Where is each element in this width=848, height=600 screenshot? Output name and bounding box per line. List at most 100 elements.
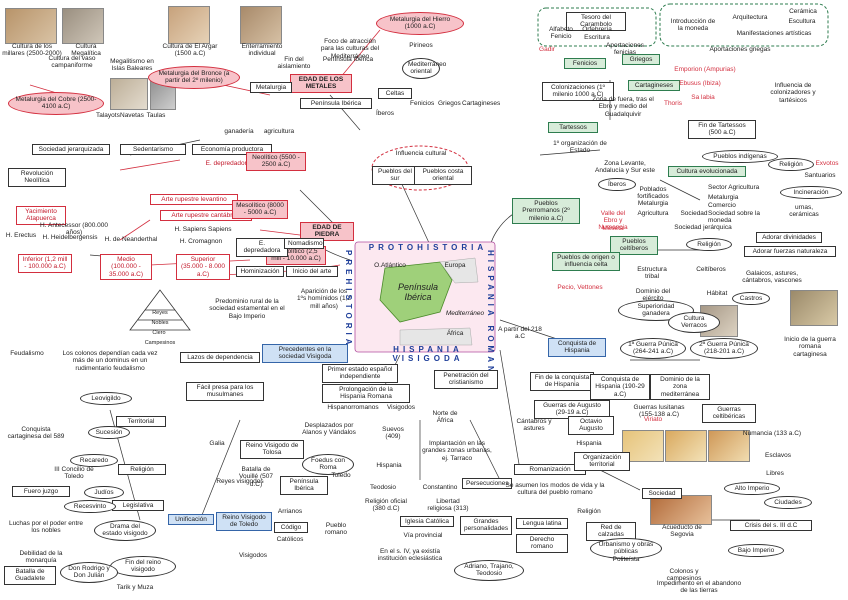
- conquista-190: Conquista de Hispania (190-29 a.C): [590, 374, 650, 401]
- prolongacion: Prolongación de la Hispania Romana: [322, 384, 410, 403]
- suevos: Suevos (409): [382, 426, 404, 441]
- santuarios: Santuarios: [804, 172, 836, 179]
- influencia-colonizadores: Influencia de colonizadores y tartésicos: [770, 82, 816, 104]
- fin-tartessos: Fin de Tartessos (500 a.C): [688, 120, 756, 139]
- religion-celtas: Religión: [686, 238, 732, 252]
- hispania-mid: Hispania: [376, 462, 402, 469]
- emporion: Emporion (Ampurias): [674, 66, 736, 73]
- zona-levante: Zona Levante, Andalucía y Sur este: [595, 160, 655, 175]
- numancia-right: Numancia: [598, 224, 628, 231]
- via-provincial: Vía provincial: [403, 532, 443, 539]
- navetas-label: Navetas: [120, 112, 144, 119]
- talayots-label: Talayots: [96, 112, 120, 119]
- estructura-tribal: Estructura tribal: [637, 266, 667, 281]
- libres: Libres: [766, 470, 784, 477]
- sociedad-estamental: Predominio rural de la sociedad estament…: [209, 298, 285, 320]
- piramide-nobles: Nobles: [151, 320, 169, 326]
- h-antecessor: H. Antecessor (800.000 años): [40, 222, 108, 237]
- h-neanderthal: H. de Neanderthal: [104, 236, 158, 243]
- aportaciones-fenicias: Aportaciones fenicias: [606, 42, 644, 57]
- foedus: Foedus con Roma: [302, 454, 354, 475]
- h-heidelbergensis: H. Heidelbergensis: [42, 234, 98, 241]
- crisis-siglo-iii: Crisis del s. III d.C: [730, 520, 812, 532]
- argar-caption: Cultura de El Argar (1500 a.C): [162, 43, 218, 58]
- aparicion-hominidos: Aparición de los 1ºs homínidos (1,2 mill…: [296, 288, 352, 310]
- grandes-personalidades: Grandes personalidades: [460, 516, 512, 535]
- metalurgia-right: Metalurgia: [637, 200, 669, 207]
- inicio-arte: Inicio del arte: [286, 266, 338, 278]
- revolucion-neolitica: Revolución Neolítica: [8, 168, 66, 187]
- prehistoria-label: PREHISTORIA: [344, 250, 353, 349]
- griegos-box: Griegos: [622, 54, 660, 66]
- precedentes-sociedad: Precedentes en la sociedad Visigoda: [262, 344, 348, 363]
- peninsula-iberica-top: Península Ibérica: [322, 56, 374, 63]
- hispania-visigoda-label: HISPANIA VISIGODA: [392, 345, 464, 364]
- hispanorromanos: Hispanorromanos: [327, 404, 379, 411]
- enterramiento-caption: Enterramiento individual: [241, 43, 283, 58]
- reino-tolosa: Reino Visigodo de Tolosa: [240, 440, 304, 459]
- visigodos-mid: Visigodos: [386, 404, 416, 411]
- colonizaciones: Colonizaciones (1º milenio 1000 a.C): [542, 82, 614, 101]
- ganadero-picture: [790, 290, 838, 326]
- feudalismo: Feudalismo: [10, 350, 44, 357]
- taulas-label: Taulas: [146, 112, 166, 119]
- yacimiento: Yacimiento Atapuerca: [16, 206, 66, 225]
- don-rodrigo: Don Rodrigo y Don Julián: [60, 562, 118, 583]
- unificacion: Unificación: [168, 514, 214, 526]
- ciudades: Ciudades: [764, 496, 812, 510]
- hominizacion: Hominización: [236, 266, 284, 278]
- desplazados: Desplazados por Alanos y Vándalos: [302, 422, 356, 437]
- mesolitico: Mesolítico (8000 - 5000 a.C): [232, 200, 288, 219]
- foco-atraccion: Foco de atracción para las culturas del …: [320, 38, 380, 60]
- norte-africa: Norte de África: [432, 410, 458, 425]
- sociedad-right: Sociedad: [680, 210, 708, 217]
- sedentarismo: Sedentarismo: [120, 144, 186, 156]
- paleolitico-superior: Superior (35.000 - 8.000 a.C): [176, 254, 230, 281]
- celtiberos-right: Celtíberos: [696, 266, 726, 273]
- h-sapiens: H. Sapiens Sapiens: [174, 226, 232, 233]
- judios: Judíos: [84, 486, 124, 500]
- hispania-label-right: Hispania: [576, 440, 602, 447]
- conquista-cartaginesa: Conquista cartaginesa del 589: [7, 426, 65, 441]
- metalurgia-node: Metalurgia: [250, 82, 292, 94]
- libertad-religiosa: Libertad religiosa (313): [427, 498, 469, 513]
- conquista-hispania: Conquista de Hispania: [548, 338, 606, 357]
- pueblos-prerromanos: Pueblos Prerromanos (2º milenio a.C): [512, 198, 580, 225]
- guerras-augusto: Guerras de Augusto (29-19 a.C): [534, 400, 610, 419]
- map-africa: África: [446, 330, 464, 337]
- escritura: Escritura: [584, 34, 610, 41]
- agricultura: agricultura: [263, 128, 295, 135]
- fuero-juzgo: Fuero juzgo: [12, 486, 70, 498]
- iglesia-catolica: Iglesia Católica: [400, 516, 454, 528]
- introduccion-moneda: Introducción de la moneda: [670, 18, 716, 33]
- tartessos-box: Tartessos: [548, 122, 598, 134]
- adorar-fuerzas: Adorar fuerzas naturaleza: [744, 246, 836, 258]
- fenicios-label: Fenicios: [410, 100, 435, 107]
- gadir: Gadir: [539, 46, 555, 53]
- bajo-imperio: Bajo Imperio: [728, 544, 784, 558]
- sa-labia: Sa labia: [691, 94, 715, 101]
- social-item-4: Sociedad sobre la moneda: [708, 210, 761, 225]
- tarik-muza: Tarik y Muza: [116, 584, 154, 591]
- octavio-augusto: Octavio Augusto: [568, 416, 614, 435]
- fin-conquista: Fin de la conquista de Hispania: [530, 372, 594, 391]
- vaso-campaniforme: Cultura del vaso campaniforme: [48, 55, 96, 70]
- debilidad-monarquia: Debilidad de la monarquía: [19, 550, 63, 565]
- metalurgia-bronce: Metalurgia del Bronce (a partir del 2º m…: [148, 66, 240, 89]
- peninsula-iberica-box: Península Ibérica: [300, 98, 372, 110]
- urnas: urnas, cerámicas: [789, 204, 819, 219]
- pirineos-label: Pirineos: [409, 42, 433, 49]
- tesoro-carambolo: Tesoro del Carambolo: [566, 12, 626, 31]
- agricultura-right: Agricultura: [637, 210, 669, 217]
- codigo: Código: [274, 522, 308, 534]
- catolicos: Católicos: [276, 536, 304, 543]
- map-peninsula: Península Ibérica: [397, 282, 439, 303]
- leovigildo: Leovigildo: [80, 392, 132, 406]
- presa-facil: Fácil presa para los musulmanes: [186, 382, 264, 401]
- teodosio: Teodosio: [369, 484, 397, 491]
- esclavos: Esclavos: [764, 452, 791, 459]
- metalurgia-cobre: Metalurgia del Cobre (2500-4100 a.C): [8, 92, 104, 115]
- derecho-romano: Derecho romano: [516, 534, 568, 553]
- viriato: Viriato: [643, 416, 663, 423]
- economia-productora: Economía productora: [192, 144, 272, 156]
